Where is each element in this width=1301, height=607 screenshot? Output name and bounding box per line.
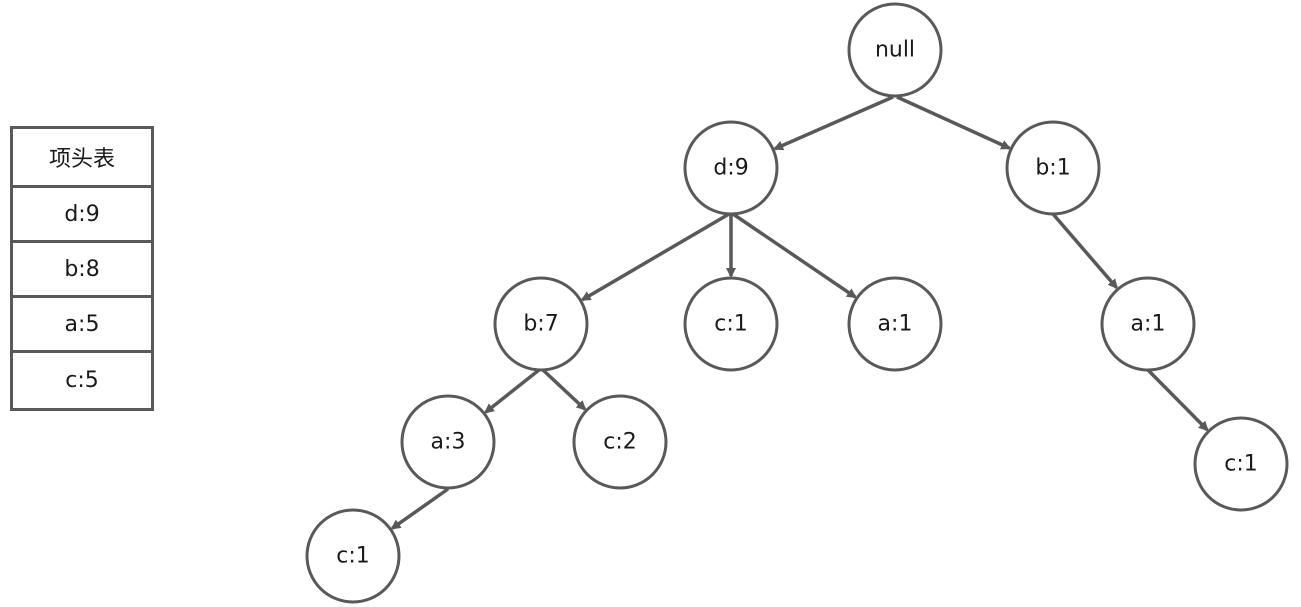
tree-node-b1: b:1 bbox=[1005, 120, 1101, 216]
tree-node-circle bbox=[847, 2, 943, 98]
tree-node-label: a:1 bbox=[1131, 312, 1166, 337]
edge-arrow-root-to-b1 bbox=[896, 95, 1012, 150]
edge-arrow-b1-to-a1_right bbox=[1051, 212, 1118, 290]
tree-node-label: null bbox=[875, 38, 915, 63]
edge-arrow-root-to-d9 bbox=[773, 95, 894, 151]
tree-node-c1_right: c:1 bbox=[1193, 416, 1289, 512]
tree-node-a1_mid: a:1 bbox=[847, 276, 943, 372]
tree-node-c1_mid: c:1 bbox=[683, 276, 779, 372]
tree-node-d9: d:9 bbox=[683, 120, 779, 216]
edges-layer bbox=[390, 95, 1209, 530]
tree-node-label: b:1 bbox=[1035, 156, 1070, 181]
tree-node-label: a:3 bbox=[431, 430, 466, 455]
tree-node-circle bbox=[400, 394, 496, 490]
tree-node-circle bbox=[847, 276, 943, 372]
tree-node-root: null bbox=[847, 2, 943, 98]
header-table: 项头表 d:9 b:8 a:5 c:5 bbox=[10, 126, 154, 411]
tree-node-circle bbox=[1193, 416, 1289, 512]
header-table-title: 项头表 bbox=[13, 129, 151, 188]
tree-node-label: c:1 bbox=[1224, 452, 1258, 477]
edge-arrow-d9-to-a1_mid bbox=[732, 212, 857, 299]
edge-arrow-a3-to-c1_left bbox=[390, 487, 450, 530]
tree-node-a3: a:3 bbox=[400, 394, 496, 490]
header-table-row: b:8 bbox=[13, 243, 151, 298]
tree-node-label: c:1 bbox=[714, 312, 748, 337]
tree-node-circle bbox=[493, 276, 589, 372]
tree-node-label: c:2 bbox=[603, 430, 637, 455]
tree-node-c2: c:2 bbox=[572, 394, 668, 490]
tree-node-label: a:1 bbox=[878, 312, 913, 337]
edge-arrow-b7-to-c2 bbox=[541, 368, 587, 411]
header-table-row: c:5 bbox=[65, 368, 99, 393]
edge-arrow-a1_right-to-c1_right bbox=[1146, 368, 1209, 432]
edge-arrow-d9-to-b7 bbox=[580, 212, 730, 302]
tree-node-circle bbox=[1005, 120, 1101, 216]
tree-node-circle bbox=[683, 276, 779, 372]
tree-node-circle bbox=[572, 394, 668, 490]
tree-node-label: b:7 bbox=[523, 312, 558, 337]
nodes-layer: null d:9 b:1 b:7 c:1 a:1 a:1 a:3 c:2 c:1 c:1 bbox=[305, 2, 1289, 604]
header-table-row: d:9 bbox=[13, 188, 151, 243]
tree-node-c1_left: c:1 bbox=[305, 508, 401, 604]
tree-node-circle bbox=[683, 120, 779, 216]
tree-node-label: d:9 bbox=[713, 156, 748, 181]
tree-node-circle bbox=[305, 508, 401, 604]
tree-node-circle bbox=[1100, 276, 1196, 372]
edge-arrow-b7-to-a3 bbox=[484, 368, 541, 414]
tree-node-label: c:1 bbox=[336, 544, 370, 569]
header-table-row: a:5 bbox=[13, 298, 151, 353]
tree-node-a1_right: a:1 bbox=[1100, 276, 1196, 372]
tree-node-b7: b:7 bbox=[493, 276, 589, 372]
